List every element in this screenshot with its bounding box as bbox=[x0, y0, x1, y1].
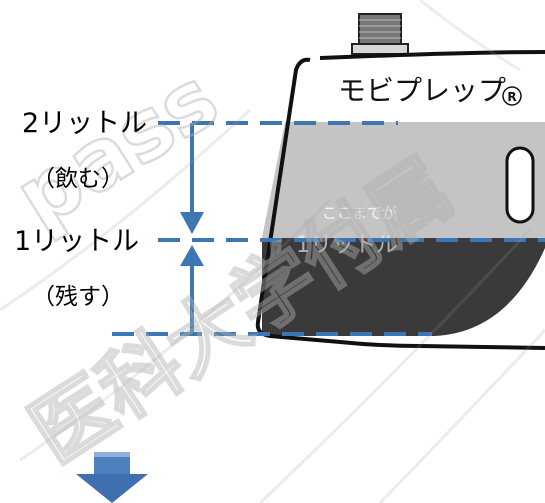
bottle-cap bbox=[351, 13, 409, 55]
liquid-lower bbox=[262, 238, 545, 337]
label-drink-note: （飲む） bbox=[32, 166, 124, 192]
bottle-inner-text-top: ここまでが bbox=[322, 204, 397, 222]
next-step-arrow-icon bbox=[76, 452, 148, 503]
label-1-liter: 1リットル bbox=[14, 226, 140, 257]
registered-mark-circle bbox=[502, 86, 522, 106]
bottle-inner-text-bottom: 1リットル bbox=[296, 233, 398, 258]
arrow-drink-head bbox=[180, 212, 204, 234]
registered-mark: R bbox=[507, 90, 516, 104]
bottle-brand: モビプレップ bbox=[338, 74, 506, 107]
label-keep-note: （残す） bbox=[32, 284, 124, 310]
liquid-upper bbox=[262, 122, 545, 238]
bottle-handle bbox=[505, 146, 535, 224]
arrow-keep-head bbox=[180, 245, 204, 266]
label-2-liters: 2リットル bbox=[22, 108, 148, 139]
